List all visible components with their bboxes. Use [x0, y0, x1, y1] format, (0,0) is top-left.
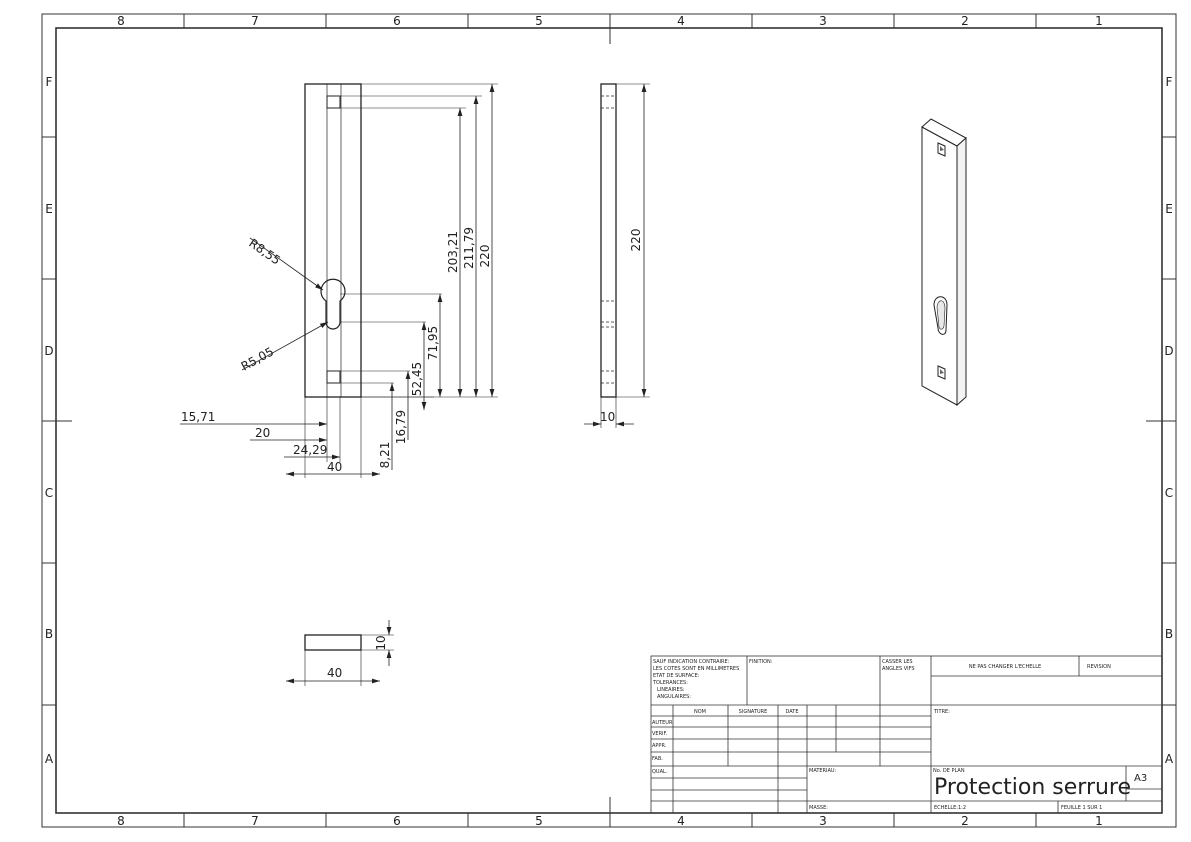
role-author: AUTEUR [652, 720, 673, 726]
zone-col-3-top: 3 [819, 14, 827, 28]
sheet-format: A3 [1134, 773, 1147, 784]
dim-20: 20 [255, 426, 270, 440]
zone-row-C-left: C [45, 486, 53, 500]
bottom-view [286, 620, 394, 686]
dim-71-95: 71,95 [426, 326, 440, 360]
dim-203-21: 203,21 [446, 231, 460, 273]
side-view-dimension-texts: 220 10 [600, 229, 643, 424]
dim-radius-top: R8,55 [246, 236, 283, 268]
zone-col-8-bottom: 8 [117, 814, 125, 828]
zone-row-E-right: E [1165, 202, 1173, 216]
edges-label-2: ANGLES VIFS [882, 666, 915, 672]
side-view [584, 83, 650, 428]
note-line-1: SAUF INDICATION CONTRAIRE: [653, 659, 730, 665]
material-label: MATERIAU: [809, 768, 837, 774]
col-date: DATE [785, 709, 798, 715]
title-block: SAUF INDICATION CONTRAIRE: LES COTES SON… [650, 655, 1163, 814]
zone-row-B-left: B [45, 627, 53, 641]
square-hole-bottom [326, 370, 341, 384]
edges-label-1: CASSER LES [882, 659, 913, 665]
zone-row-B-right: B [1165, 627, 1173, 641]
bottom-view-dimension-texts: 40 10 [327, 635, 388, 680]
zone-row-D-right: D [1164, 344, 1173, 358]
dim-24-29: 24,29 [293, 443, 327, 457]
side-outline [600, 83, 617, 398]
dim-40-front: 40 [327, 460, 342, 474]
mass-label: MASSE: [809, 805, 828, 811]
drawing-no-label: No. DE PLAN [933, 768, 965, 774]
scale-warning: NE PAS CHANGER L'ECHELLE [969, 664, 1041, 670]
zone-col-5-bottom: 5 [535, 814, 543, 828]
note-line-3: ETAT DE SURFACE: [653, 673, 700, 679]
zone-col-2-bottom: 2 [961, 814, 969, 828]
zone-row-F-right: F [1166, 75, 1173, 89]
dim-52-45: 52,45 [410, 362, 424, 396]
role-fab: FAB. [652, 756, 663, 762]
zone-row-A-right: A [1165, 752, 1174, 766]
dim-16-79: 16,79 [394, 410, 408, 444]
iso-front-face [921, 126, 958, 406]
note-line-4: TOLERANCES: [652, 680, 688, 686]
zone-col-3-bottom: 3 [819, 814, 827, 828]
zone-col-7-bottom: 7 [251, 814, 259, 828]
dim-10-bottom: 10 [374, 635, 388, 650]
zone-ticks [42, 14, 1176, 827]
zone-col-7-top: 7 [251, 14, 259, 28]
keyhole-cutout [320, 278, 346, 330]
zone-row-F-left: F [46, 75, 53, 89]
zone-row-C-right: C [1165, 486, 1173, 500]
zone-col-4-top: 4 [677, 14, 685, 28]
front-view [180, 83, 498, 478]
zone-row-A-left: A [45, 752, 54, 766]
note-line-5: LINEAIRES: [657, 687, 685, 693]
zone-labels: 8 7 6 5 4 3 2 1 8 7 6 5 4 3 2 1 F E D C … [44, 14, 1174, 828]
iso-side-face [956, 136, 967, 407]
dim-8-21: 8,21 [378, 442, 392, 469]
zone-col-5-top: 5 [535, 14, 543, 28]
sheet-label: FEUILLE 1 SUR 1 [1061, 805, 1102, 811]
role-verif: VERIF. [652, 731, 668, 737]
role-qual: QUAL. [652, 769, 668, 775]
dim-15-71: 15,71 [181, 410, 215, 424]
drawing-title: Protection serrure [934, 775, 1131, 800]
plate-outline [304, 83, 362, 398]
bottom-outline [304, 634, 362, 651]
zone-row-E-left: E [45, 202, 53, 216]
zone-col-4-bottom: 4 [677, 814, 685, 828]
revision-label: REVISION [1087, 664, 1111, 670]
dim-211-79: 211,79 [462, 227, 476, 269]
zone-col-8-top: 8 [117, 14, 125, 28]
isometric-view [921, 118, 967, 407]
col-signature: SIGNATURE [739, 709, 768, 715]
dim-220-front: 220 [478, 245, 492, 268]
dim-radius-bottom: R5,05 [239, 344, 276, 373]
square-hole-top [326, 95, 341, 109]
note-line-2: LES COTES SONT EN MILLIMETRES [653, 666, 739, 672]
scale-label: ECHELLE:1:2 [934, 805, 966, 811]
role-appr: APPR. [652, 743, 667, 749]
title-label: TITRE: [933, 709, 950, 715]
zone-col-2-top: 2 [961, 14, 969, 28]
dim-220-side: 220 [629, 229, 643, 252]
zone-col-6-top: 6 [393, 14, 401, 28]
front-view-dimension-texts: R8,55 R5,05 220 211,79 203,21 71,95 52,4… [181, 227, 492, 474]
zone-col-1-top: 1 [1095, 14, 1103, 28]
dim-40-bottom: 40 [327, 666, 342, 680]
col-name: NOM [694, 709, 706, 715]
zone-row-D-left: D [44, 344, 53, 358]
note-line-6: ANGULAIRES: [657, 694, 691, 700]
finish-label: FINITION: [749, 659, 773, 665]
dim-10-side: 10 [600, 410, 615, 424]
zone-col-6-bottom: 6 [393, 814, 401, 828]
zone-col-1-bottom: 1 [1095, 814, 1103, 828]
